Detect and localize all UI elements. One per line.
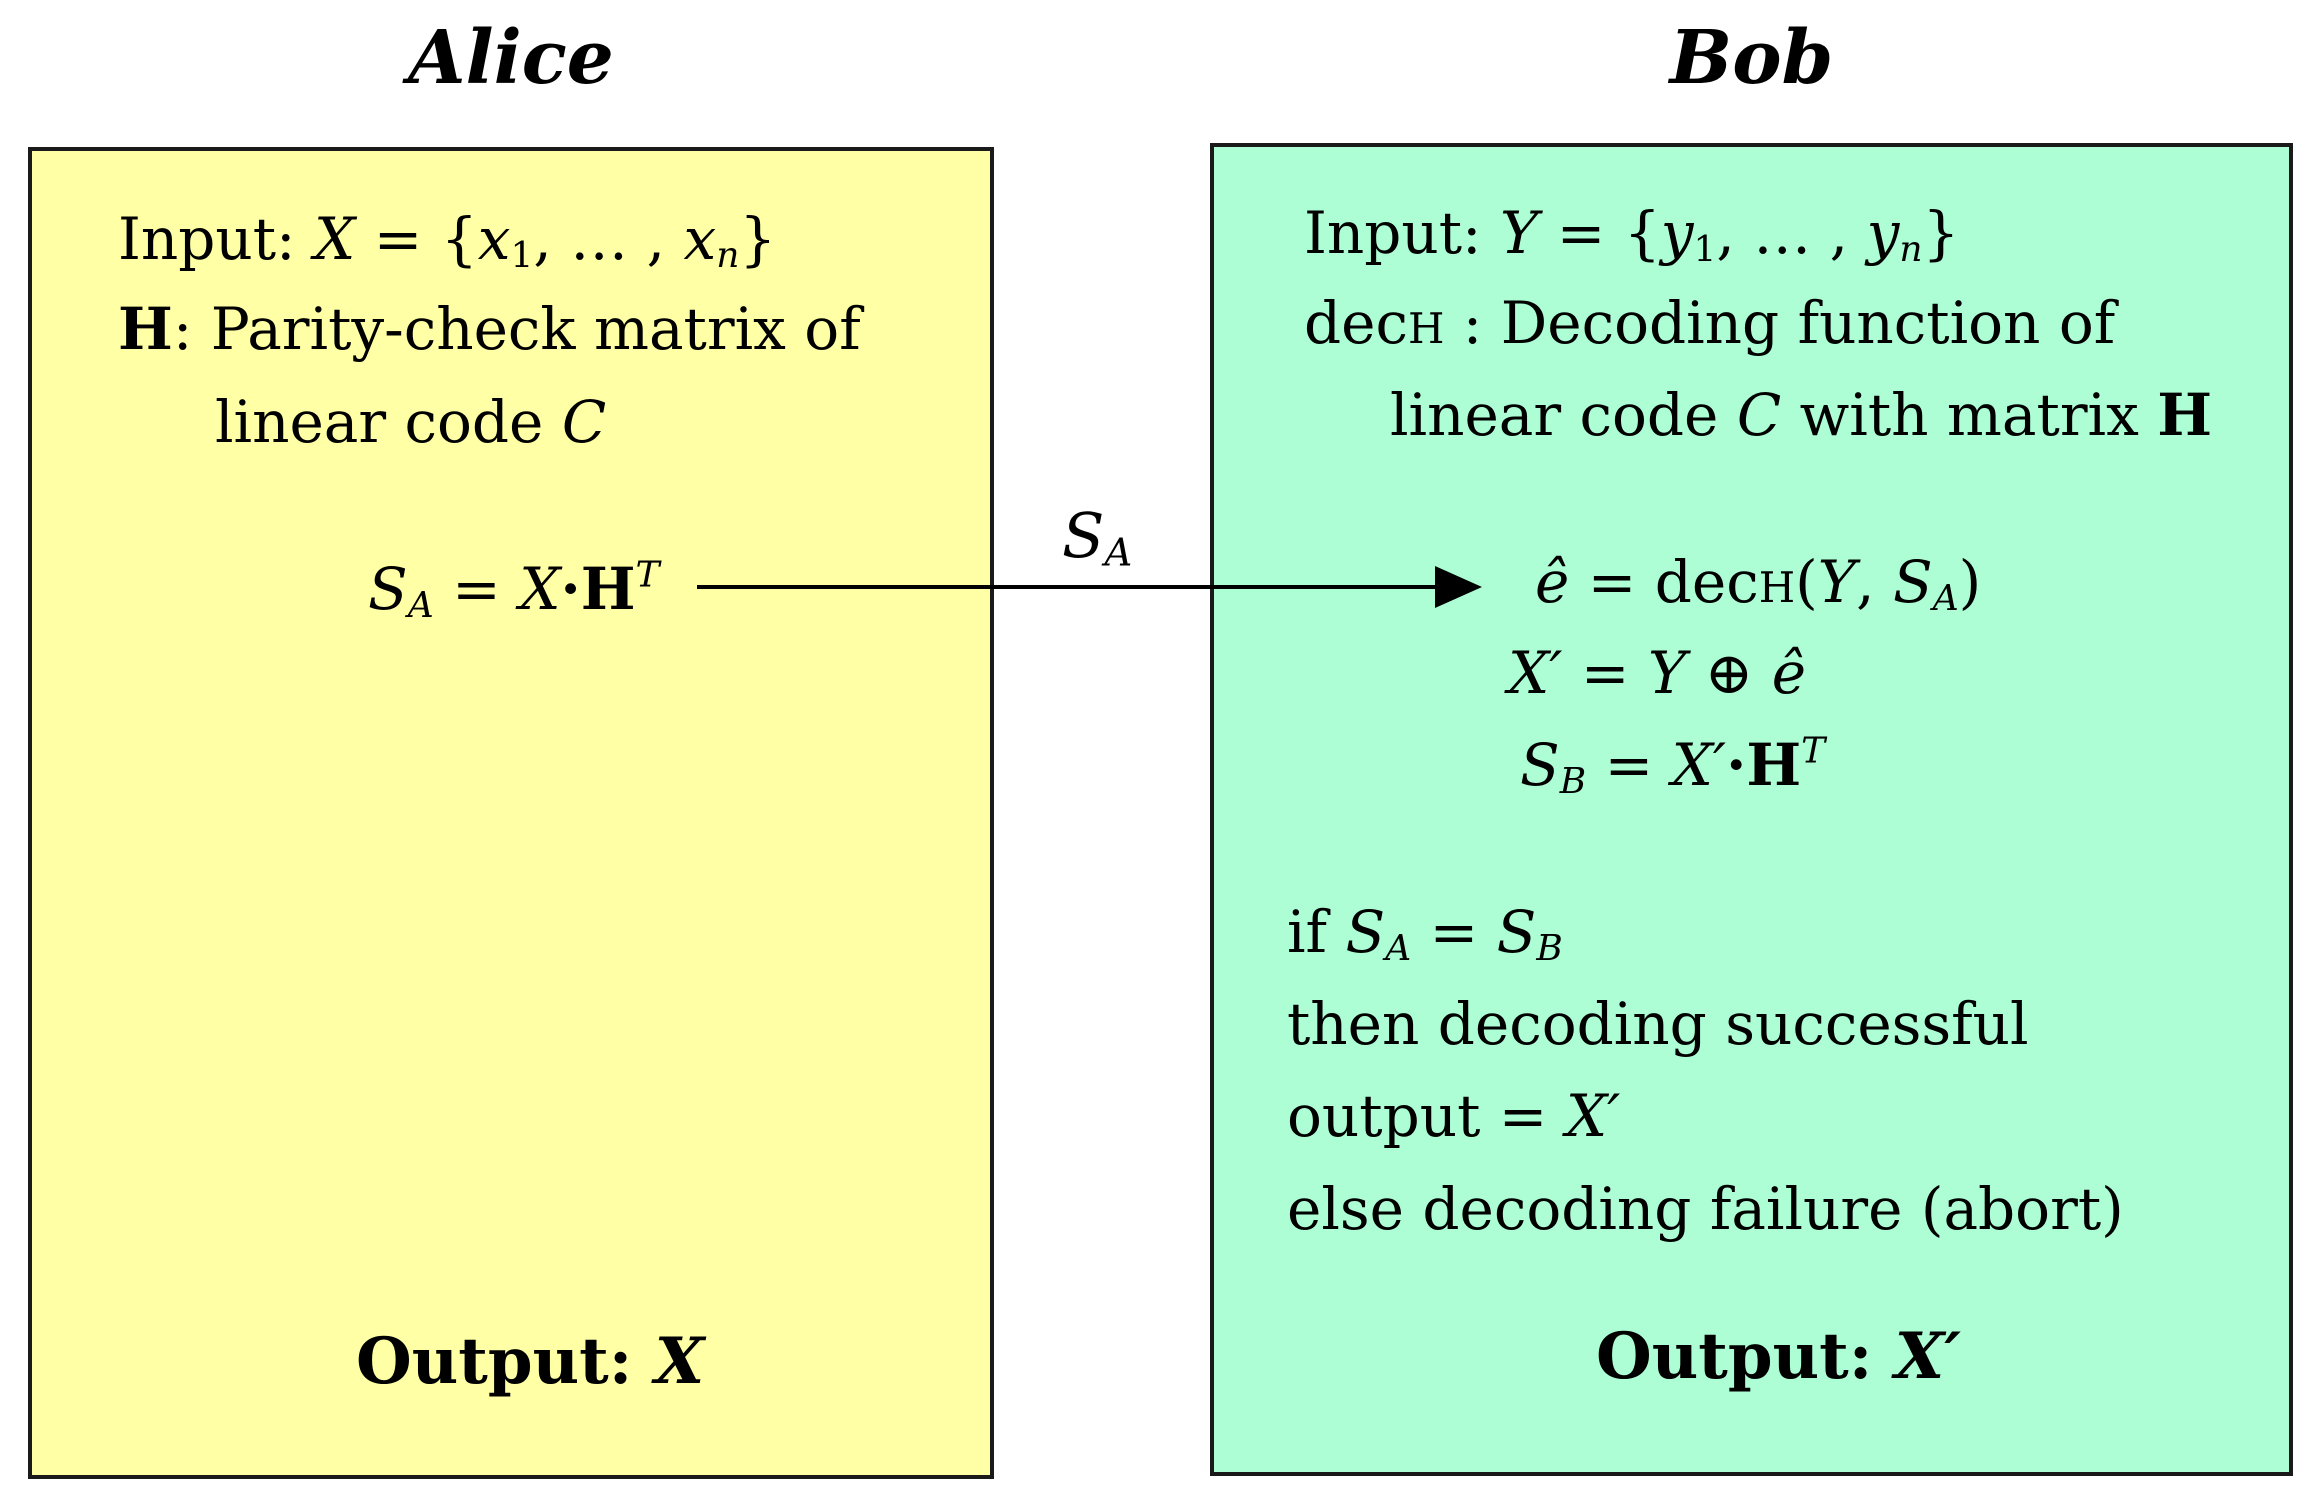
alice-title: Alice bbox=[408, 15, 614, 101]
bob-else-line: else decoding failure (abort) bbox=[1287, 1175, 2124, 1243]
bob-title: Bob bbox=[1669, 15, 1834, 101]
bob-dec-name: dec bbox=[1304, 289, 1408, 357]
alice-input-line: Input: X = {x1, … , xn} bbox=[118, 205, 777, 276]
alice-h-symbol: H bbox=[118, 295, 173, 363]
syndrome-arrow-label: SA bbox=[1062, 499, 1133, 576]
bob-ehat-eq: ê = decH(Y, SA) bbox=[1535, 548, 1982, 619]
bob-xprime-eq: X′ = Y ⊕ ê bbox=[1508, 639, 1807, 707]
bob-box bbox=[1210, 143, 2293, 1476]
bob-output: Output: X′ bbox=[1596, 1319, 1962, 1394]
alice-output: Output: X bbox=[356, 1324, 705, 1399]
bob-if-line: if SA = SB bbox=[1287, 898, 1563, 969]
alice-h-line2: linear code C bbox=[215, 388, 607, 456]
bob-output-line: output = X′ bbox=[1287, 1082, 1621, 1150]
bob-input-label: Input: bbox=[1304, 199, 1501, 267]
bob-dec-line: decH : Decoding function of bbox=[1304, 289, 2116, 357]
alice-h-line: H: Parity-check matrix of bbox=[118, 295, 861, 363]
bob-sb-eq: SB = X′·HT bbox=[1520, 730, 1826, 802]
bob-dec-line2: linear code C with matrix H bbox=[1390, 381, 2213, 449]
alice-syndrome: SA = X·HT bbox=[368, 554, 660, 626]
alice-input-label: Input: bbox=[118, 205, 315, 273]
bob-input-line: Input: Y = {y1, … , yn} bbox=[1304, 199, 1960, 270]
bob-then-line: then decoding successful bbox=[1287, 990, 2029, 1058]
alice-box bbox=[28, 147, 994, 1479]
